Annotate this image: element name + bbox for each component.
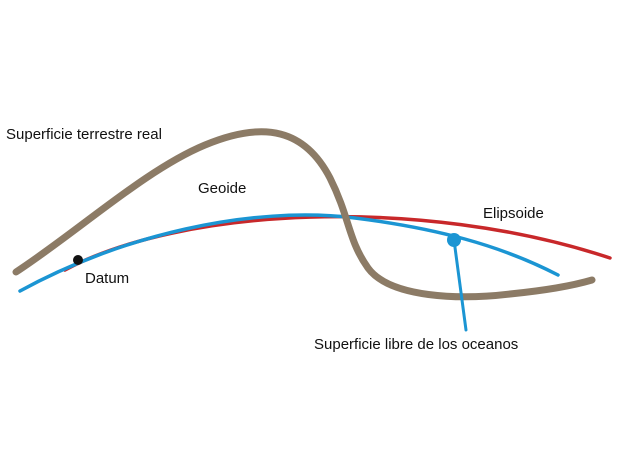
surface-label: Superficie terrestre real bbox=[6, 126, 162, 143]
ocean-surface-marker bbox=[447, 233, 461, 247]
datum-label: Datum bbox=[85, 270, 129, 287]
ellipsoid-label: Elipsoide bbox=[483, 205, 544, 222]
geoid-label: Geoide bbox=[198, 180, 246, 197]
geoid-curve bbox=[18, 213, 560, 293]
ocean-surface-label: Superficie libre de los oceanos bbox=[314, 336, 518, 353]
terrain-surface-curve bbox=[12, 128, 596, 301]
ocean-pointer-line bbox=[452, 238, 468, 332]
datum-point bbox=[73, 255, 83, 265]
